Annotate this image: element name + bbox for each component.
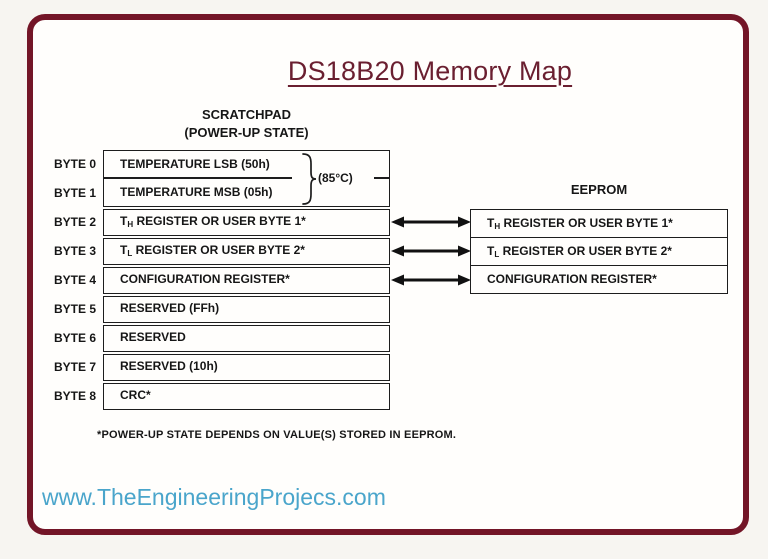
row-text: REGISTER OR USER BYTE 1* [500, 216, 673, 230]
temp-annotation: (85°C) [318, 171, 353, 185]
row-text: REGISTER OR USER BYTE 1* [133, 214, 306, 228]
scratchpad-row-crc: CRC* [103, 383, 390, 410]
scratchpad-row-temperature-msb: TEMPERATURE MSB (05h) [120, 185, 273, 199]
row-text: REGISTER OR USER BYTE 2* [132, 243, 305, 257]
scratchpad-row-th-register: TH REGISTER OR USER BYTE 1* [103, 209, 390, 236]
byte-label-2: BYTE 2 [53, 215, 96, 229]
scratchpad-eeprom-arrow-th [391, 215, 471, 229]
row-text: T [487, 244, 495, 259]
byte-label-1: BYTE 1 [53, 186, 96, 200]
row-text: CONFIGURATION REGISTER* [487, 271, 657, 286]
eeprom-row-tl-register: TL REGISTER OR USER BYTE 2* [471, 237, 727, 264]
row-text: T [120, 243, 128, 257]
scratchpad-row-tl-register: TL REGISTER OR USER BYTE 2* [103, 238, 390, 265]
scratchpad-header-line2: (POWER-UP STATE) [184, 125, 309, 140]
byte-label-5: BYTE 5 [53, 302, 96, 316]
row-text: REGISTER OR USER BYTE 2* [499, 244, 672, 259]
scratchpad-row-temperature-lsb: TEMPERATURE LSB (50h) [120, 157, 270, 171]
eeprom-row-configuration-register: CONFIGURATION REGISTER* [471, 264, 727, 292]
row-text: CRC* [120, 388, 151, 402]
row-text: RESERVED (10h) [120, 359, 218, 373]
row-text-subscript: H [494, 222, 501, 231]
eeprom-box: TH REGISTER OR USER BYTE 1* TL REGISTER … [470, 209, 728, 294]
eeprom-row-th-register: TH REGISTER OR USER BYTE 1* [471, 210, 727, 237]
page-title: DS18B20 Memory Map [287, 56, 573, 86]
byte-label-8: BYTE 8 [53, 389, 96, 403]
row-text-subscript: L [494, 250, 500, 260]
scratchpad-row-reserved-ffh: RESERVED (FFh) [103, 296, 390, 323]
double-headed-arrow-icon [391, 245, 471, 257]
row-text: CONFIGURATION REGISTER* [120, 272, 290, 286]
byte-label-0: BYTE 0 [53, 157, 96, 171]
temp-range-brace-icon [302, 153, 317, 205]
byte-label-7: BYTE 7 [53, 360, 96, 374]
footnote: *POWER-UP STATE DEPENDS ON VALUE(S) STOR… [97, 429, 457, 441]
scratchpad-header: SCRATCHPAD (POWER-UP STATE) [103, 106, 390, 142]
byte-label-3: BYTE 3 [53, 244, 96, 258]
scratchpad-eeprom-arrow-config [391, 273, 471, 287]
double-headed-arrow-icon [391, 216, 471, 228]
temp-divider-left-segment [104, 177, 292, 179]
scratchpad-header-line1: SCRATCHPAD [201, 107, 292, 122]
row-text: T [487, 216, 495, 230]
scratchpad-row-configuration-register: CONFIGURATION REGISTER* [103, 267, 390, 294]
scratchpad-eeprom-arrow-tl [391, 244, 471, 258]
row-text-subscript: H [127, 220, 134, 229]
double-headed-arrow-icon [391, 274, 471, 286]
byte-label-4: BYTE 4 [53, 273, 96, 287]
eeprom-header: EEPROM [570, 182, 628, 197]
row-text-subscript: L [127, 249, 133, 258]
row-text: T [120, 214, 128, 228]
scratchpad-temperature-box: TEMPERATURE LSB (50h) TEMPERATURE MSB (0… [103, 150, 390, 207]
byte-label-6: BYTE 6 [53, 331, 96, 345]
scratchpad-row-reserved: RESERVED [103, 325, 390, 352]
scratchpad-row-reserved-10h: RESERVED (10h) [103, 354, 390, 381]
temp-divider-right-segment [374, 177, 389, 179]
watermark-url: www.TheEngineeringProjecs.com [42, 484, 386, 510]
row-text: RESERVED (FFh) [120, 301, 220, 315]
row-text: RESERVED [120, 330, 186, 344]
